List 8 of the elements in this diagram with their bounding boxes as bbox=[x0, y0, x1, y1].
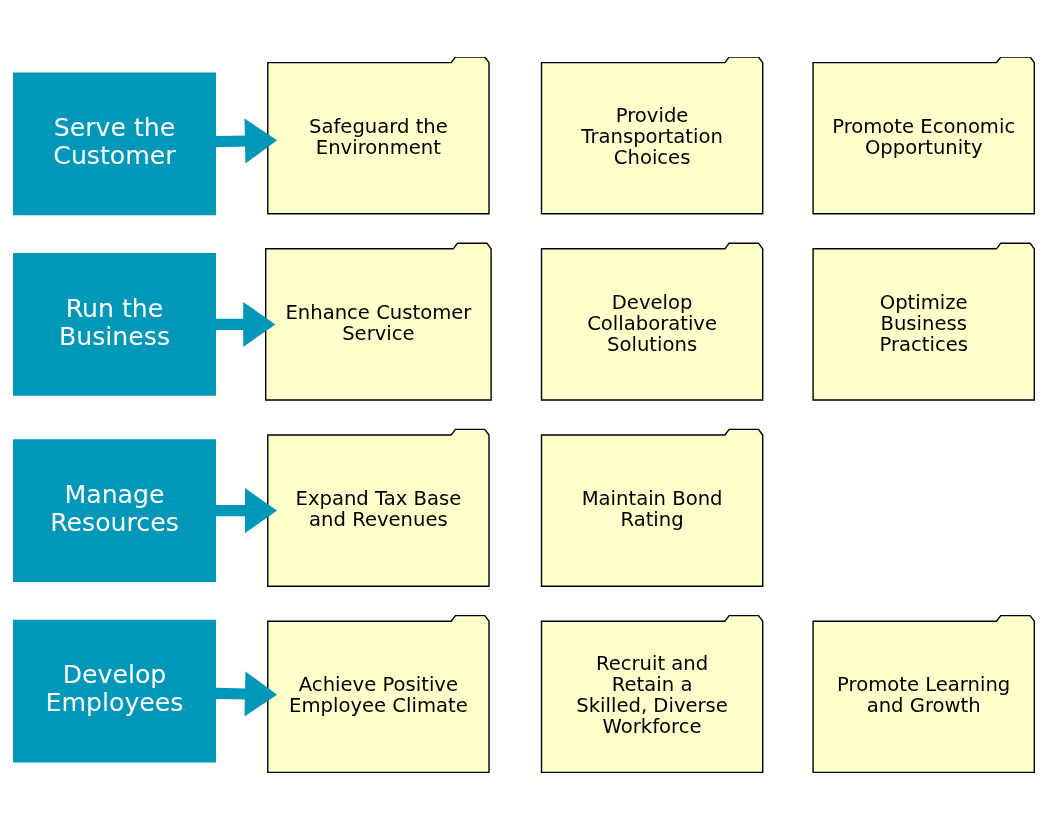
arrow bbox=[215, 118, 278, 164]
arrow bbox=[215, 301, 276, 347]
node-box: Serve the Customer bbox=[13, 72, 216, 216]
node-box: Develop Employees bbox=[13, 619, 216, 763]
node-box: Run the Business bbox=[13, 253, 216, 396]
arrow bbox=[215, 488, 278, 534]
node-box: Manage Resources bbox=[13, 439, 216, 582]
arrow bbox=[215, 671, 278, 717]
